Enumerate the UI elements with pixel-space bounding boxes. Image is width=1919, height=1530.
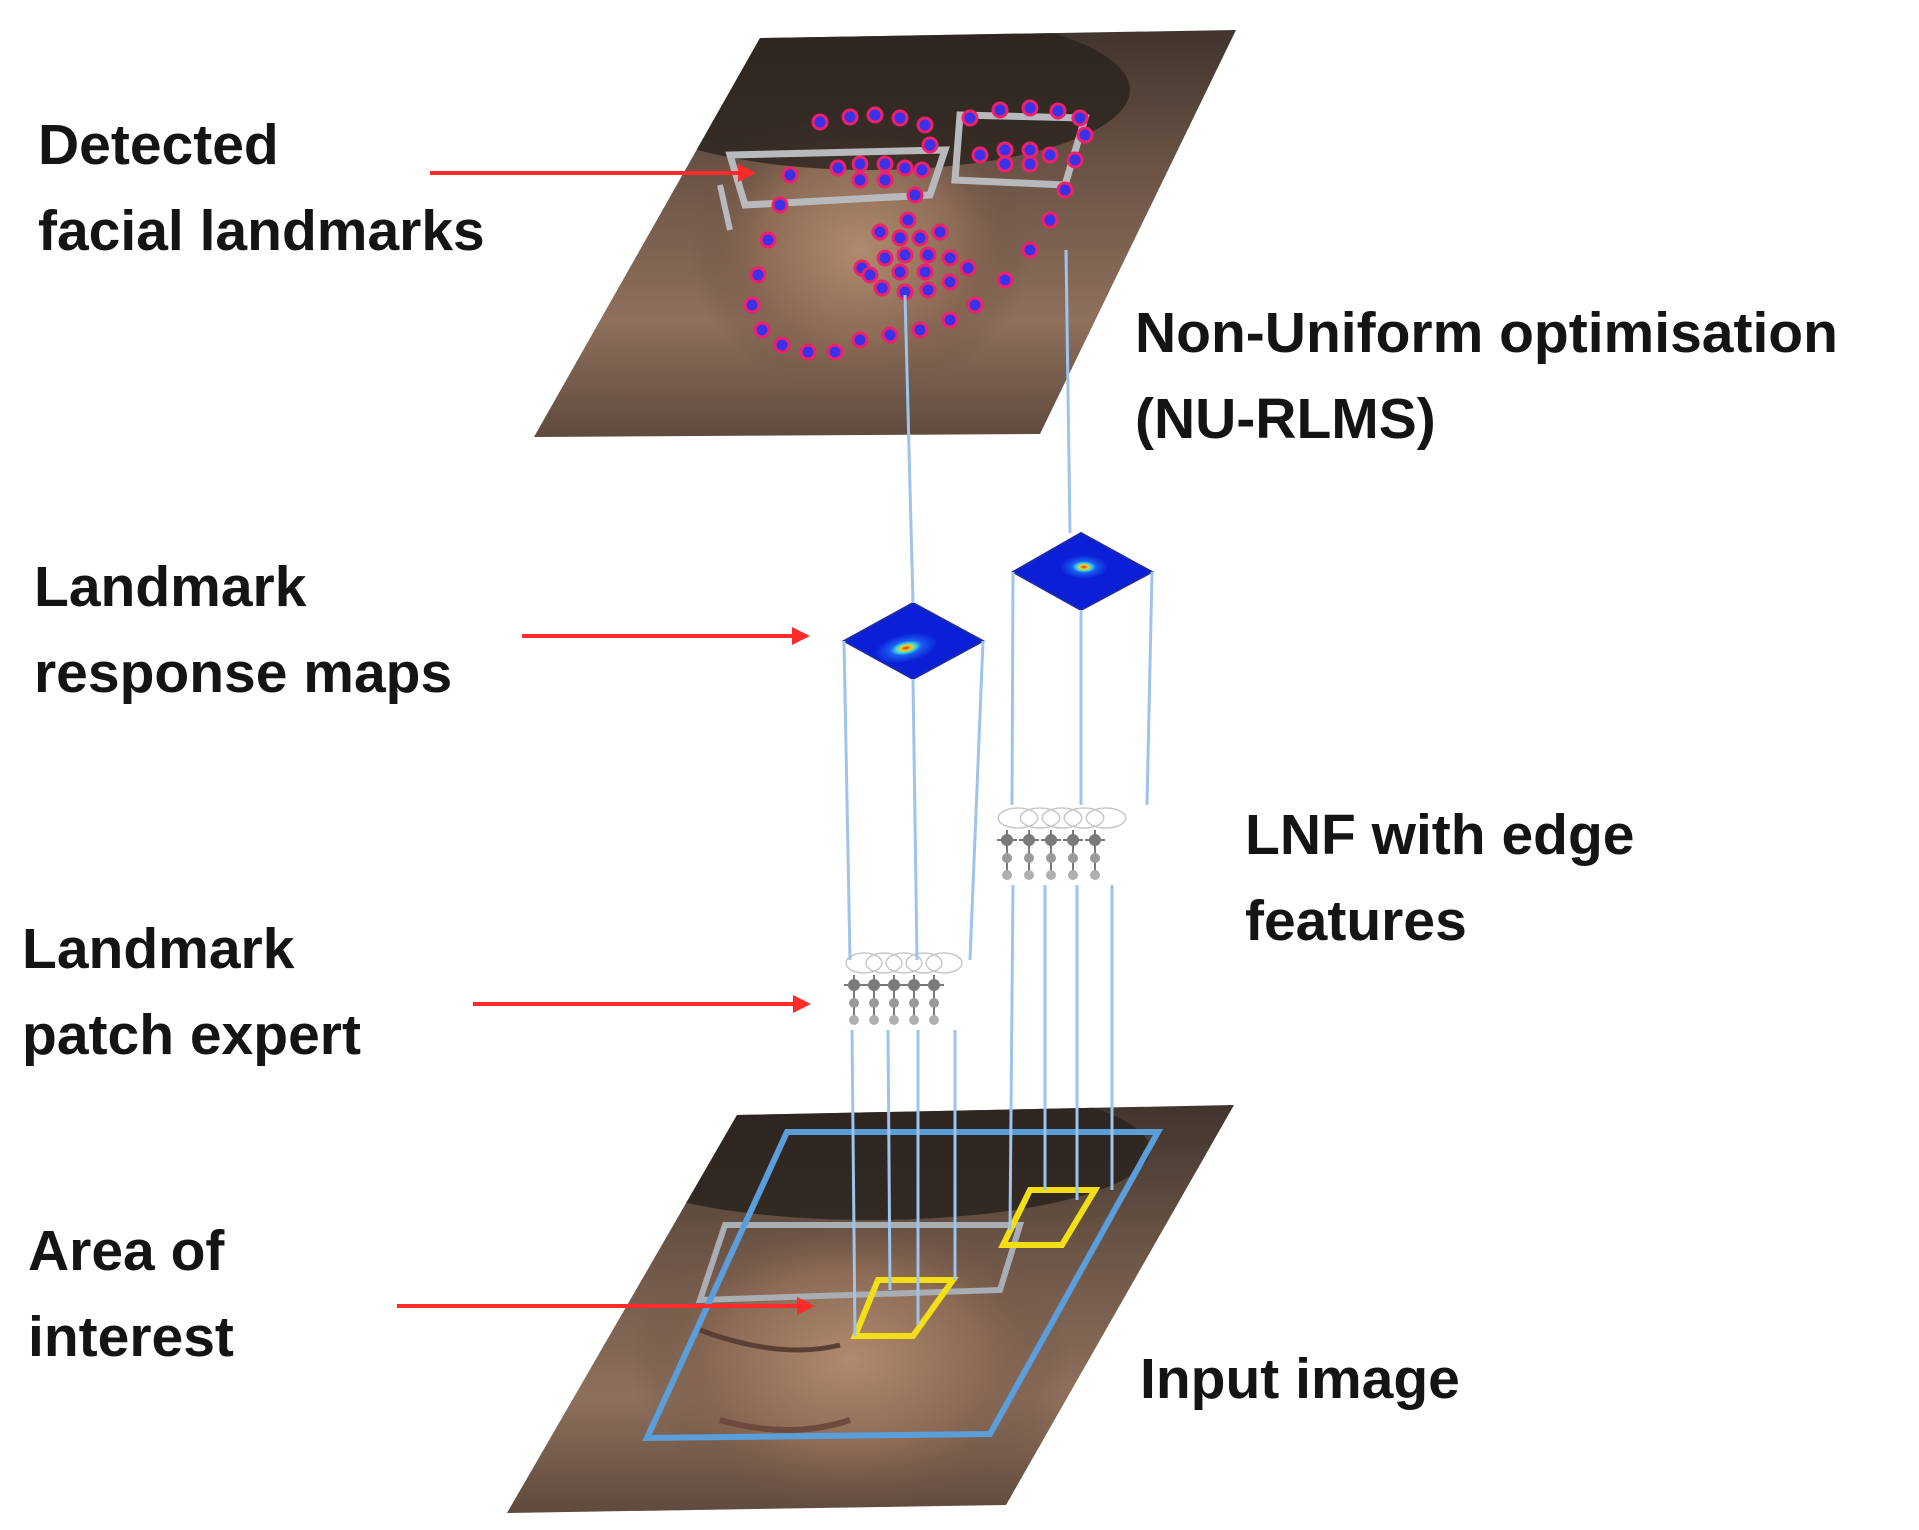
landmark-dot	[899, 211, 917, 229]
label-lnf-edge: LNF with edge features	[1245, 792, 1634, 964]
response-map-right	[1010, 531, 1155, 612]
arrow-area-of-interest	[397, 1297, 815, 1315]
landmark-dot	[1021, 241, 1039, 259]
arrow-detected-landmarks	[430, 164, 756, 182]
landmark-dot	[971, 146, 989, 164]
landmark-dot	[866, 106, 884, 124]
landmark-dot	[851, 331, 869, 349]
label-detected-line1: Detected	[38, 113, 279, 177]
label-patch-line2: patch expert	[22, 1003, 361, 1067]
landmark-dot	[1041, 211, 1059, 229]
landmark-dot	[743, 296, 761, 314]
landmark-dot	[891, 229, 909, 247]
label-area-line1: Area of	[28, 1219, 225, 1283]
landmark-dot	[911, 321, 929, 339]
label-input-image: Input image	[1140, 1336, 1460, 1422]
landmark-dot	[921, 136, 939, 154]
landmark-dot	[876, 155, 894, 173]
landmark-dot	[896, 246, 914, 264]
landmark-dot	[773, 336, 791, 354]
landmark-dot	[781, 166, 799, 184]
label-response-line1: Landmark	[34, 555, 307, 619]
arrow-response-maps	[522, 627, 810, 645]
landmark-dot	[771, 196, 789, 214]
landmark-dot	[1021, 155, 1039, 173]
landmark-dot	[996, 141, 1014, 159]
landmark-dot	[996, 155, 1014, 173]
landmark-dot	[961, 109, 979, 127]
landmark-dot	[941, 311, 959, 329]
lnf-network-icon-left	[844, 952, 963, 1025]
landmark-dot	[913, 161, 931, 179]
label-nu-rlms-line2: (NU-RLMS)	[1135, 387, 1436, 451]
landmark-dot	[1056, 181, 1074, 199]
landmark-dot	[1071, 109, 1089, 127]
label-nu-rlms: Non-Uniform optimisation (NU-RLMS)	[1135, 290, 1838, 462]
landmark-dot	[1066, 151, 1084, 169]
landmark-dot	[941, 249, 959, 267]
landmark-dot	[916, 263, 934, 281]
label-response-line2: response maps	[34, 641, 453, 705]
area-of-interest-box	[642, 1129, 1164, 1442]
connector-lines	[842, 249, 1154, 1337]
arrow-patch-expert	[473, 995, 811, 1013]
landmark-dot	[891, 109, 909, 127]
label-response-maps: Landmark response maps	[34, 544, 452, 716]
bottom-face-image	[507, 1105, 1234, 1513]
label-lnf-line1: LNF with edge	[1245, 803, 1635, 867]
landmark-dot	[1021, 99, 1039, 117]
landmark-dot	[891, 263, 909, 281]
landmark-dot	[829, 159, 847, 177]
landmark-dot	[931, 223, 949, 241]
label-area-of-interest: Area of interest	[28, 1208, 234, 1380]
landmark-dot	[851, 171, 869, 189]
landmark-dot	[996, 271, 1014, 289]
landmark-dot	[919, 246, 937, 264]
landmark-dot	[826, 343, 844, 361]
landmark-points	[743, 99, 1094, 361]
landmark-dot	[911, 229, 929, 247]
landmark-dot	[941, 273, 959, 291]
label-input-line1: Input image	[1140, 1347, 1460, 1411]
label-lnf-line2: features	[1245, 889, 1467, 953]
label-nu-rlms-line1: Non-Uniform optimisation	[1135, 301, 1838, 365]
label-patch-line1: Landmark	[22, 917, 295, 981]
landmark-dot	[876, 249, 894, 267]
landmark-dot	[1076, 126, 1094, 144]
landmark-dot	[1041, 146, 1059, 164]
landmark-dot	[916, 116, 934, 134]
patch-box-left	[850, 1277, 959, 1339]
landmark-dot	[966, 296, 984, 314]
landmark-dot	[799, 343, 817, 361]
landmark-dot	[871, 223, 889, 241]
landmark-dot	[991, 101, 1009, 119]
lnf-network-icon-right	[997, 807, 1127, 880]
landmark-dot	[851, 155, 869, 173]
landmark-dot	[749, 266, 767, 284]
landmark-dot	[959, 259, 977, 277]
landmark-dot	[881, 326, 899, 344]
response-map-left	[841, 601, 986, 681]
label-area-line2: interest	[28, 1305, 234, 1369]
label-patch-expert: Landmark patch expert	[22, 906, 361, 1078]
label-detected-line2: facial landmarks	[38, 199, 485, 263]
landmark-dot	[1021, 141, 1039, 159]
landmark-dot	[811, 113, 829, 131]
landmark-dot	[759, 231, 777, 249]
landmark-dot	[896, 159, 914, 177]
landmark-dot	[919, 281, 937, 299]
landmark-dot	[1049, 102, 1067, 120]
label-detected-landmarks: Detected facial landmarks	[38, 102, 485, 274]
landmark-dot	[841, 108, 859, 126]
landmark-dot	[753, 321, 771, 339]
landmark-dot	[861, 266, 879, 284]
landmark-dot	[873, 279, 891, 297]
landmark-dot	[876, 171, 894, 189]
patch-box-right	[998, 1187, 1101, 1248]
landmark-dot	[906, 186, 924, 204]
